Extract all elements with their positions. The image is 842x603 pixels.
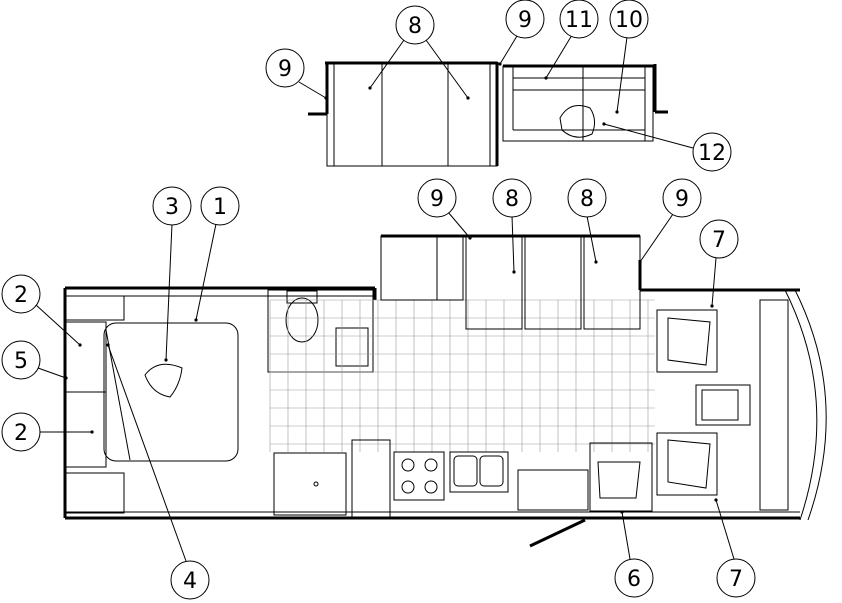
callout-arrowhead [78, 343, 81, 346]
callout-arrowhead [638, 260, 641, 263]
callout-arrowhead [544, 76, 547, 79]
main-floor-plan [65, 236, 826, 546]
callout-arrowhead [620, 510, 623, 513]
callout-2: 2 [2, 413, 94, 451]
callout-arrowhead [324, 96, 327, 99]
callout-label: 12 [698, 141, 726, 166]
callout-1: 1 [194, 187, 239, 322]
callout-arrowhead [64, 376, 67, 379]
callout-3: 3 [153, 187, 191, 362]
callout-label: 9 [518, 8, 532, 33]
callout-label: 8 [505, 187, 519, 212]
callout-leader [299, 82, 326, 98]
callout-leader [617, 37, 627, 112]
toilet [286, 298, 318, 342]
callout-label: 9 [430, 187, 444, 212]
callout-leader [500, 36, 517, 64]
callout-5: 5 [2, 341, 68, 380]
nightstand-right [66, 473, 124, 513]
callout-7: 7 [714, 498, 755, 597]
callout-9: 9 [418, 179, 472, 240]
callout-label: 10 [615, 8, 643, 33]
callout-label: 4 [183, 569, 197, 594]
callout-label: 7 [729, 567, 743, 592]
wardrobe-top [66, 322, 106, 392]
callout-arrowhead [468, 236, 471, 239]
callout-9: 9 [638, 179, 701, 264]
upper-cabinet-1 [381, 236, 463, 300]
tile-floor [270, 300, 655, 452]
callout-leader [38, 368, 66, 378]
callout-8: 8 [568, 179, 606, 264]
callout-leader [712, 258, 716, 306]
console [696, 385, 750, 425]
callout-10: 10 [610, 0, 648, 114]
inset-chair [560, 106, 595, 138]
callout-label: 5 [14, 349, 28, 374]
callout-arrowhead [615, 110, 618, 113]
callout-leader [587, 216, 596, 262]
slideout-inset [308, 62, 668, 166]
callout-label: 2 [14, 283, 28, 308]
callout-leader [166, 224, 172, 360]
callout-label: 11 [565, 8, 593, 33]
upper-cabinet-3 [525, 236, 581, 329]
dashboard [760, 300, 788, 510]
callout-arrowhead [90, 430, 93, 433]
callout-label: 3 [165, 195, 179, 220]
counter [518, 470, 588, 510]
callout-label: 7 [712, 228, 726, 253]
callout-label: 8 [580, 187, 594, 212]
callout-arrowhead [164, 358, 167, 361]
callout-4: 4 [106, 343, 209, 599]
bath-wall [268, 290, 373, 372]
bed [104, 323, 238, 461]
callout-leader [546, 35, 572, 78]
callout-6: 6 [615, 510, 653, 597]
callout-arrowhead [194, 318, 197, 321]
stove [394, 452, 444, 500]
callout-leader [448, 212, 470, 238]
callout-label: 6 [627, 567, 641, 592]
bath-sink [336, 328, 368, 366]
callout-leader [716, 500, 734, 559]
callout-leader [640, 214, 673, 262]
shower [274, 453, 346, 515]
fridge [352, 440, 390, 518]
callout-label: 9 [675, 187, 689, 212]
callout-7: 7 [700, 220, 738, 308]
callout-leader [108, 345, 186, 561]
callout-leader [426, 40, 468, 98]
callout-arrowhead [714, 498, 717, 501]
callout-11: 11 [544, 0, 598, 80]
callout-label: 9 [278, 57, 292, 82]
callout-label: 1 [213, 195, 227, 220]
callout-arrowhead [106, 343, 109, 346]
callout-2: 2 [2, 275, 82, 347]
callout-arrowhead [368, 86, 371, 89]
callout-leader [36, 305, 80, 345]
callout-arrowhead [512, 270, 515, 273]
nightstand-left [66, 296, 124, 320]
callout-9: 9 [498, 0, 544, 66]
wardrobe-bottom [66, 392, 106, 467]
callout-label: 2 [14, 421, 28, 446]
callout-label: 8 [408, 14, 422, 39]
callout-arrowhead [710, 304, 713, 307]
callout-leader [604, 124, 693, 148]
callout-8: 8 [368, 6, 469, 100]
inset-cabinet-block [327, 62, 497, 166]
callout-leader [512, 216, 514, 272]
callout-arrowhead [498, 62, 501, 65]
callout-9: 9 [266, 49, 328, 100]
callout-arrowhead [602, 122, 605, 125]
callout-leader [196, 224, 216, 320]
bedroom-chair [145, 364, 182, 397]
callout-arrowhead [594, 260, 597, 263]
callout-arrowhead [466, 96, 469, 99]
